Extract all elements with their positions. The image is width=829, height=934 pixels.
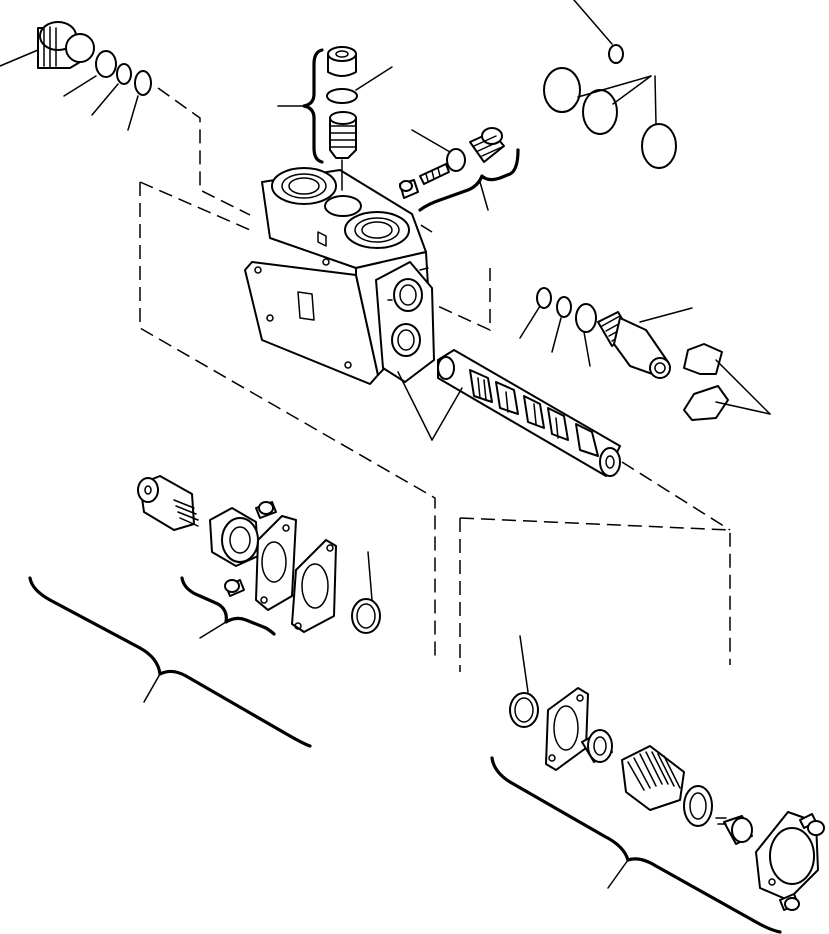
- o-ring: [556, 296, 572, 318]
- valve-body: [244, 167, 435, 385]
- o-ring: [543, 67, 581, 113]
- o-ring: [116, 63, 132, 85]
- lower-right-brace: [490, 756, 782, 934]
- o-ring: [95, 50, 117, 78]
- lower-right-spring-group: [509, 635, 825, 911]
- o-ring: [536, 287, 552, 309]
- top-center-relief-group: [277, 46, 393, 191]
- lower-left-actuator-group: [137, 475, 381, 634]
- top-right-o-ring-group: [543, 0, 677, 169]
- o-ring: [326, 88, 358, 104]
- spool: [397, 349, 621, 477]
- o-ring: [582, 89, 618, 135]
- right-side-plug-group: [519, 287, 771, 421]
- o-ring: [575, 303, 597, 333]
- check-plug-group: [399, 127, 520, 212]
- o-ring: [641, 123, 677, 169]
- o-ring: [134, 70, 152, 96]
- o-ring: [446, 148, 466, 172]
- lower-left-braces: [28, 576, 312, 748]
- top-left-plug-group: [0, 21, 152, 131]
